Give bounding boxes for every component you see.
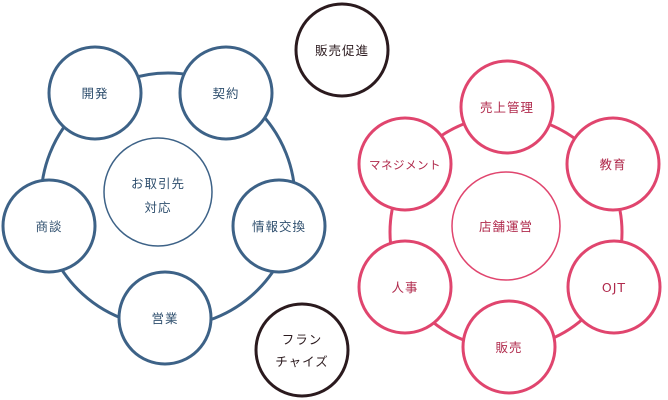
red-node-label: 売上管理 [480,100,534,115]
red-center-label: 店舗運営 [479,219,533,234]
blue-node-label: 営業 [151,311,178,326]
blue-center-circle [103,137,213,247]
blue-center-label-line1: お取引先 [131,176,185,191]
blue-node-label: 開発 [81,86,108,101]
standalone-sales-promotion: 販売促進 [294,2,390,98]
sales-promotion-label: 販売促進 [315,43,369,58]
blue-node-label: 商談 [35,219,62,234]
blue-node-label: 情報交換 [252,219,306,234]
blue-node-eigyo: 営業 [117,270,213,366]
blue-node-keiyaku: 契約 [178,45,274,141]
red-node-management: マネジメント [357,116,453,212]
red-node-uriage-kanri: 売上管理 [459,59,555,155]
red-cluster: 店舗運営 売上管理 教育 OJT 販売 人事 マネジメント [357,59,662,395]
blue-center-label-line2: 対応 [144,200,171,215]
blue-node-kaihatsu: 開発 [47,45,143,141]
red-node-hanbai: 販売 [461,299,557,395]
red-node-label: OJT [602,280,626,295]
red-node-label: マネジメント [369,158,441,172]
red-center-circle [451,171,561,281]
standalone-franchise: フラン チャイズ [254,302,350,398]
franchise-label-line1: フラン [282,332,323,347]
blue-node-shodan: 商談 [1,178,97,274]
red-node-ojt: OJT [566,239,662,335]
franchise-label-line2: チャイズ [275,354,329,369]
red-node-jinji: 人事 [357,239,453,335]
red-node-kyoiku: 教育 [565,116,661,212]
blue-cluster: お取引先 対応 開発 契約 情報交換 営業 商談 [1,45,327,366]
red-node-label: 教育 [599,157,626,172]
red-node-label: 人事 [391,280,418,295]
red-node-label: 販売 [495,340,522,355]
blue-node-joho-kokan: 情報交換 [231,178,327,274]
blue-node-label: 契約 [212,86,239,101]
